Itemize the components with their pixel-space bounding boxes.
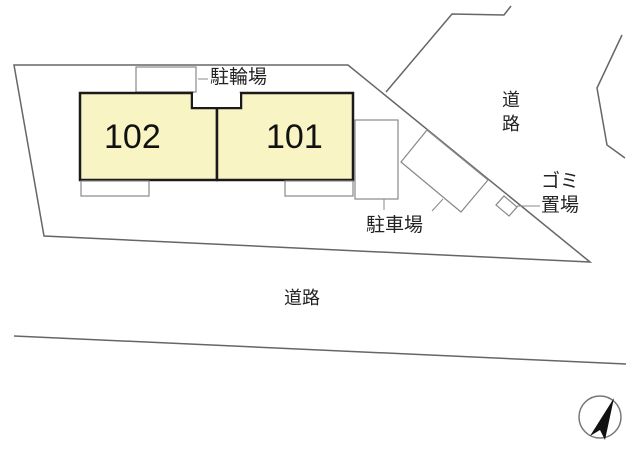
garbage-area	[495, 195, 518, 217]
lot-boundary	[13, 64, 593, 263]
entry-notch	[191, 93, 242, 109]
balcony-101	[284, 180, 354, 197]
road-south-edge	[13, 335, 627, 365]
road-east-label: 道路	[499, 90, 520, 138]
parking-leader-2	[431, 198, 444, 212]
north-arrow-icon	[578, 395, 622, 440]
parking-space-1	[354, 119, 399, 200]
garbage-label-line2: 置場	[541, 194, 580, 216]
parking-space-2	[400, 129, 489, 213]
balcony-102	[80, 180, 150, 197]
garbage-label-line1: ゴミ	[541, 170, 580, 192]
parking-label: 駐車場	[366, 214, 424, 236]
bicycle-parking-area	[135, 66, 197, 93]
road-east-edge-right	[596, 34, 626, 159]
unit-102-label: 102	[104, 118, 161, 156]
road-south-label: 道路	[284, 288, 320, 309]
road-east-edge-left	[385, 5, 512, 93]
bicycle-parking-label: 駐輪場	[210, 66, 268, 88]
unit-101-label: 101	[266, 118, 323, 156]
